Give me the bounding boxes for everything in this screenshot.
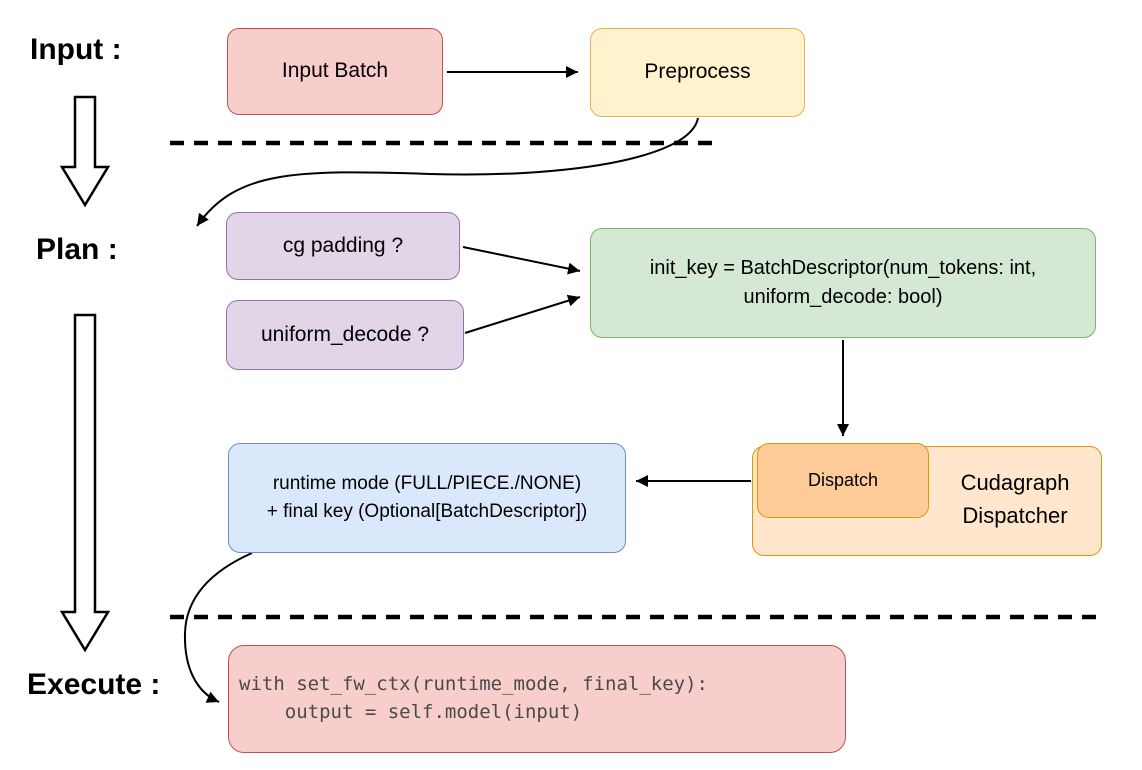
node-dispatch: Dispatch [757, 443, 929, 518]
node-input-batch: Input Batch [227, 28, 443, 115]
node-execute-code: with set_fw_ctx(runtime_mode, final_key)… [228, 645, 846, 753]
stage-arrow-input-to-plan [59, 95, 111, 208]
node-init-key-line2: uniform_decode: bool) [743, 286, 943, 308]
cudagraph-dispatcher-line1: Cudagraph [960, 470, 1070, 495]
node-cg-padding-label: cg padding ? [282, 233, 404, 257]
node-preprocess-label: Preprocess [644, 60, 751, 84]
node-input-batch-label: Input Batch [281, 59, 389, 83]
execute-code-line2: output = self.model(input) [239, 701, 583, 723]
node-init-key: init_key = BatchDescriptor(num_tokens: i… [590, 228, 1096, 338]
node-runtime-mode-line2: + final key (Optional[BatchDescriptor]) [266, 501, 588, 522]
node-dispatch-label: Dispatch [807, 470, 879, 491]
edge-preprocess-to-plan [196, 117, 699, 227]
node-uniform-decode: uniform_decode ? [226, 300, 464, 370]
stage-label-input: Input : [30, 33, 122, 66]
edge-cgpadding-to-initkey [462, 246, 581, 275]
node-init-key-line1: init_key = BatchDescriptor(num_tokens: i… [649, 257, 1037, 279]
stage-label-execute: Execute : [27, 668, 161, 701]
node-preprocess: Preprocess [590, 28, 805, 117]
node-runtime-mode-line1: runtime mode (FULL/PIECE./NONE) [272, 473, 582, 495]
node-uniform-decode-label: uniform_decode ? [260, 322, 430, 346]
stage-arrow-plan-to-execute [59, 313, 111, 653]
node-cudagraph-dispatcher-label: Cudagraph Dispatcher [930, 466, 1100, 532]
cudagraph-dispatcher-line2: Dispatcher [962, 503, 1068, 528]
edge-runtimemode-to-execute [183, 552, 253, 703]
node-cg-padding: cg padding ? [226, 212, 460, 280]
execute-code-line1: with set_fw_ctx(runtime_mode, final_key)… [239, 673, 708, 696]
node-runtime-mode: runtime mode (FULL/PIECE./NONE) + final … [228, 443, 626, 553]
stage-label-plan: Plan : [36, 233, 118, 266]
edge-uniformdecode-to-initkey [464, 294, 581, 334]
